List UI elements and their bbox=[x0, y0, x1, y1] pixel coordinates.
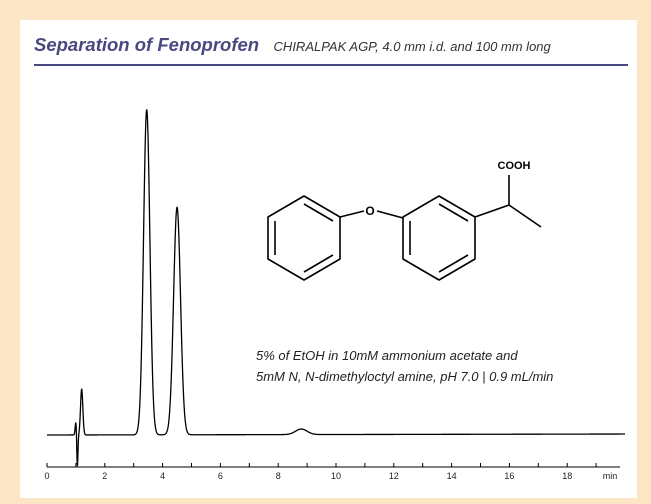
x-tick-label: 0 bbox=[44, 471, 49, 481]
x-tick-label: 4 bbox=[160, 471, 165, 481]
ring-right-double-2 bbox=[438, 254, 469, 273]
ring-left-double-2 bbox=[303, 254, 334, 273]
mobile-phase-conditions: 5% of EtOH in 10mM ammonium acetate and … bbox=[256, 345, 553, 387]
side-chain-bond-1 bbox=[474, 204, 510, 218]
x-tick-label: 14 bbox=[447, 471, 457, 481]
x-tick-label: 18 bbox=[562, 471, 572, 481]
column-info: CHIRALPAK AGP, 4.0 mm i.d. and 100 mm lo… bbox=[273, 39, 551, 54]
x-axis-ticks: 0 2 4 6 8 10 12 14 16 18 bbox=[44, 463, 597, 481]
ether-bond-left bbox=[339, 210, 365, 218]
ether-bond-right bbox=[376, 210, 404, 219]
ether-oxygen-label: O bbox=[365, 204, 374, 218]
side-chain-methyl bbox=[508, 204, 542, 228]
x-tick-label: 16 bbox=[504, 471, 514, 481]
title-row: Separation of Fenoprofen CHIRALPAK AGP, … bbox=[34, 34, 628, 56]
chromatogram-trace bbox=[46, 109, 626, 467]
x-tick-label: 6 bbox=[218, 471, 223, 481]
title-underline bbox=[34, 64, 628, 66]
conditions-line-1: 5% of EtOH in 10mM ammonium acetate and bbox=[256, 348, 518, 363]
ring-right-double-1 bbox=[438, 203, 469, 222]
x-tick-label: 12 bbox=[389, 471, 399, 481]
chart-title: Separation of Fenoprofen bbox=[34, 34, 260, 55]
x-tick-label: 10 bbox=[331, 471, 341, 481]
x-axis-unit-label: min bbox=[603, 471, 618, 481]
ring-left-double-1 bbox=[303, 203, 334, 222]
conditions-line-2: 5mM N, N-dimethyloctyl amine, pH 7.0 | 0… bbox=[256, 369, 554, 384]
chart-panel: Separation of Fenoprofen CHIRALPAK AGP, … bbox=[20, 20, 637, 498]
x-tick-label: 8 bbox=[276, 471, 281, 481]
x-tick-label: 2 bbox=[102, 471, 107, 481]
carboxyl-label: COOH bbox=[498, 160, 531, 172]
